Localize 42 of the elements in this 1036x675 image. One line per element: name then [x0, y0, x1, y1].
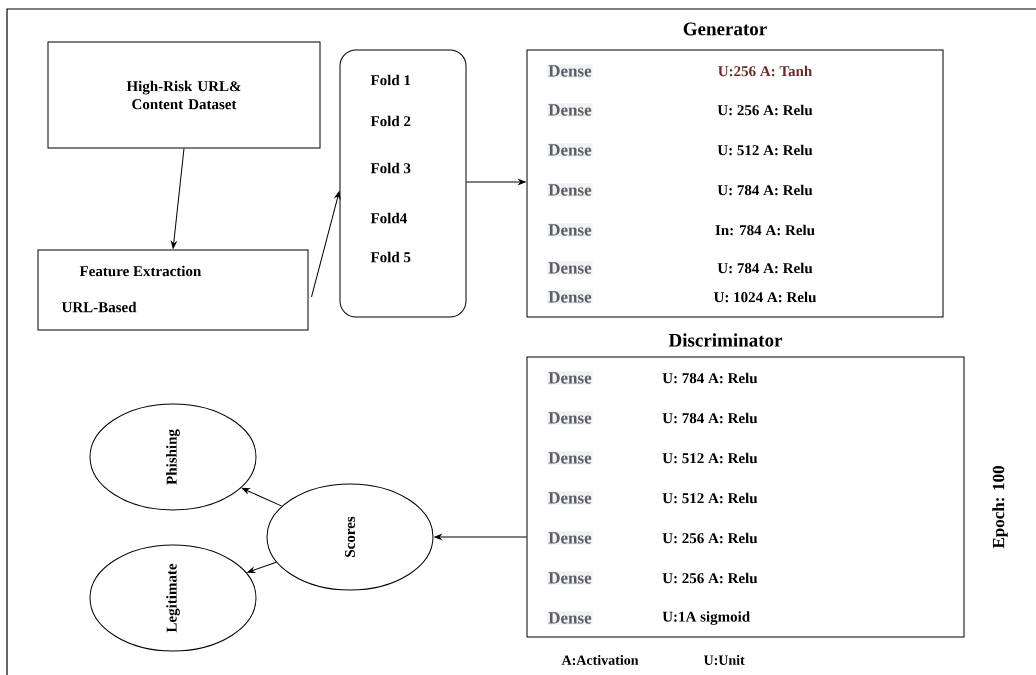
layer-name: Dense [547, 143, 593, 157]
layer-spec: U: 256 A: Relu [662, 532, 758, 544]
layer-name: Dense [547, 371, 593, 385]
folds-box: Fold 1 Fold 2 Fold 3 Fold4 Fold 5 [339, 49, 467, 318]
layer-spec: U: 512 A: Relu [717, 144, 813, 156]
layer-name: Dense [547, 64, 593, 78]
legend-note: U:Unit [703, 655, 745, 665]
arrow [170, 148, 185, 249]
box-heading: Discriminator [668, 333, 783, 347]
layer-name: Dense [547, 261, 593, 275]
layer-spec: U: 512 A: Relu [662, 492, 758, 504]
layer-name: Dense [547, 223, 593, 237]
layer-spec: U: 784 A: Relu [717, 262, 813, 274]
layer-spec: U:1A sigmoid [662, 611, 750, 625]
layer-name: Dense [547, 103, 593, 117]
layer-name: Dense [547, 183, 593, 197]
layer-name: Dense [547, 611, 593, 625]
layer-spec: U: 256 A: Relu [662, 572, 758, 584]
arrow [434, 534, 527, 540]
process-box: High-Risk URL& Content Dataset [47, 41, 321, 149]
layer-name: Dense [547, 290, 593, 304]
layer-spec: U: 256 A: Relu [717, 104, 813, 116]
layer-spec: U: 784 A: Relu [717, 184, 813, 196]
arrow [466, 179, 526, 185]
layer-name: Dense [547, 491, 593, 505]
epoch-label: Epoch: 100 [992, 466, 1008, 549]
process-box: Feature Extraction URL-Based [37, 249, 309, 331]
layer-name: Dense [547, 571, 593, 585]
layer-spec: U: 1024 A: Relu [713, 291, 817, 303]
legend-note: A:Activation [561, 655, 639, 665]
layer-spec: U:256 A: Tanh [718, 65, 812, 77]
arrow [311, 191, 341, 298]
layer-spec: In: 784 A: Relu [715, 224, 815, 236]
layer-name: Dense [547, 451, 593, 465]
layer-spec: U: 512 A: Relu [662, 452, 758, 464]
box-heading: Generator [683, 22, 767, 36]
layer-spec: U: 784 A: Relu [662, 412, 758, 424]
layer-name: Dense [547, 411, 593, 425]
arrow [242, 487, 283, 507]
layer-name: Dense [547, 531, 593, 545]
layer-spec: U: 784 A: Relu [662, 372, 758, 384]
arrow [247, 561, 277, 573]
